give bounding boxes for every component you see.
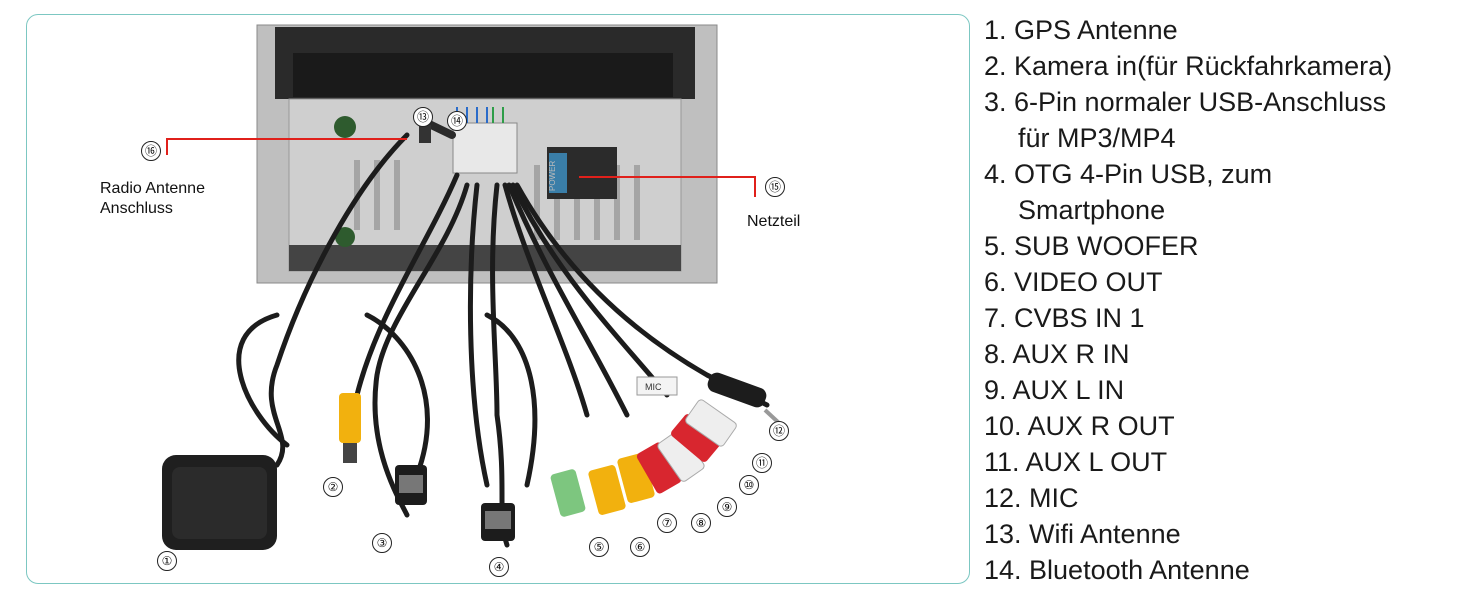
legend-item-otg: 4. OTG 4-Pin USB, zum	[984, 159, 1273, 189]
legend-item-bluetooth: 14. Bluetooth Antenne	[984, 555, 1250, 585]
badge-16: ⑯	[141, 141, 161, 161]
badge-10: ⑩	[739, 475, 759, 495]
badge-9: ⑨	[717, 497, 737, 517]
rca-connectors	[550, 399, 737, 517]
badge-2: ②	[323, 477, 343, 497]
radio-callout-line	[166, 138, 407, 155]
legend-item-aux-r-out: 10. AUX R OUT	[984, 411, 1175, 441]
legend-item-camera: 2. Kamera in(für Rückfahrkamera)	[984, 51, 1393, 81]
badge-3: ③	[372, 533, 392, 553]
legend-item-usb-6pin: 3. 6-Pin normaler USB-Anschluss	[984, 87, 1387, 117]
product-photo-frame: POWER	[26, 14, 970, 584]
radio-antenna-port	[334, 116, 356, 138]
legend-item-otg-cont: Smartphone	[1018, 195, 1166, 225]
badge-6: ⑥	[630, 537, 650, 557]
legend-item-mic: 12. MIC	[984, 483, 1079, 513]
badge-4: ④	[489, 557, 509, 577]
mic-tag: MIC	[645, 382, 662, 392]
badge-13: ⑬	[413, 107, 433, 127]
legend-item-cvbs-in: 7. CVBS IN 1	[984, 303, 1145, 333]
badge-1: ①	[157, 551, 177, 571]
radio-callout-label: Radio Antenne Anschluss	[100, 179, 205, 219]
power-callout-label: Netzteil	[747, 213, 801, 230]
radio-callout-line1: Radio Antenne	[100, 180, 205, 197]
connection-diagram-illustration: POWER	[162, 24, 781, 550]
cable-bundle	[236, 132, 770, 548]
badge-11: ⑪	[752, 453, 772, 473]
mic-plug	[707, 372, 767, 408]
badge-15: ⑮	[765, 177, 785, 197]
radio-callout-line2: Anschluss	[100, 200, 173, 217]
power-tag: POWER	[548, 161, 557, 191]
legend-item-aux-l-out: 11. AUX L OUT	[984, 447, 1168, 477]
legend-item-usb-6pin-cont: für MP3/MP4	[1018, 123, 1176, 153]
badge-8: ⑧	[691, 513, 711, 533]
legend-item-gps: 1. GPS Antenne	[984, 15, 1178, 45]
legend-item-aux-l-in: 9. AUX L IN	[984, 375, 1125, 405]
power-callout-line	[579, 176, 756, 197]
legend-item-video-out: 6. VIDEO OUT	[984, 267, 1163, 297]
legend-item-wifi: 13. Wifi Antenne	[984, 519, 1181, 549]
badge-12: ⑫	[769, 421, 789, 441]
camera-rca-yellow	[339, 393, 361, 443]
badge-7: ⑦	[657, 513, 677, 533]
legend-item-subwoofer: 5. SUB WOOFER	[984, 231, 1199, 261]
badge-5: ⑤	[589, 537, 609, 557]
badge-14: ⑭	[447, 111, 467, 131]
legend-item-aux-r-in: 8. AUX R IN	[984, 339, 1130, 369]
wire-harness-plug	[452, 122, 518, 174]
connector-legend-list: 1. GPS Antenne 2. Kamera in(für Rückfahr…	[984, 12, 1454, 588]
